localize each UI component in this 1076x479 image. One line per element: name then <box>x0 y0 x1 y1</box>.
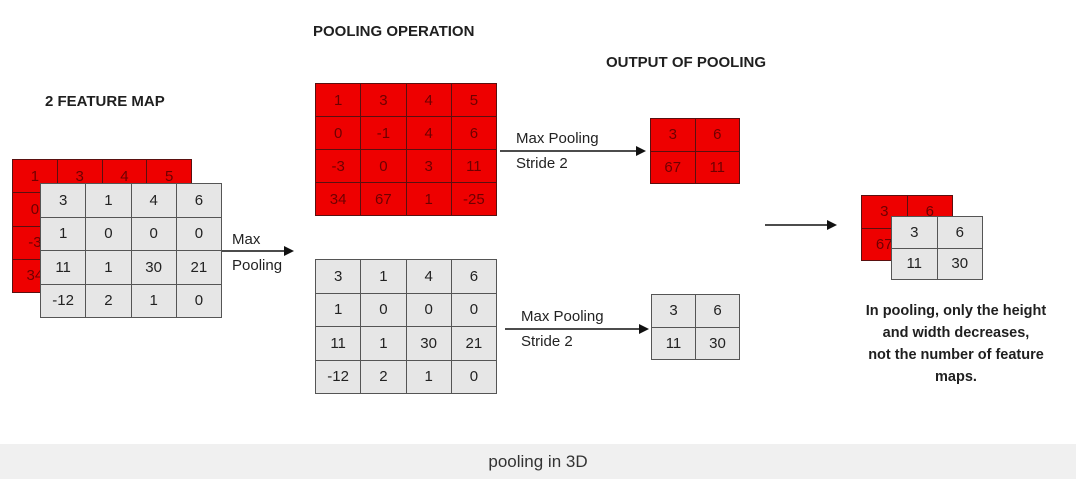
note-line: maps. <box>935 369 977 385</box>
cell: 6 <box>175 183 223 218</box>
cell: -12 <box>39 283 87 318</box>
cell: 30 <box>936 247 983 280</box>
cell: 3 <box>39 183 87 218</box>
cell: 11 <box>39 250 87 285</box>
cell: 1 <box>314 292 362 327</box>
note-line: In pooling, only the height <box>865 303 1047 319</box>
pooling-operation-title: POOLING OPERATION <box>313 23 475 40</box>
cell: 6 <box>450 116 498 150</box>
cell: 11 <box>694 150 740 184</box>
max-pooling-label-top: Max Pooling <box>516 130 599 147</box>
cell: 0 <box>450 359 498 394</box>
arrow-right-icon <box>505 324 649 334</box>
cell: 6 <box>450 259 498 294</box>
cell: 4 <box>405 116 452 150</box>
stride-label-bottom: Stride 2 <box>521 333 573 350</box>
cell: 1 <box>85 183 132 218</box>
cell: -25 <box>450 182 498 216</box>
max-label: Max <box>232 231 261 248</box>
cell: 0 <box>360 292 407 327</box>
output-of-pooling-title: OUTPUT OF POOLING <box>606 54 766 71</box>
cell: 11 <box>651 326 696 360</box>
cell: 4 <box>405 83 452 117</box>
note-line: and width decreases, <box>882 325 1030 341</box>
cell: 0 <box>405 292 452 327</box>
cell: 21 <box>175 250 223 285</box>
note-line: not the number of feature <box>868 347 1044 363</box>
cell: 1 <box>130 283 177 318</box>
cell: 0 <box>175 283 223 318</box>
cell: 3 <box>650 118 696 152</box>
cell: 2 <box>360 359 407 394</box>
cell: 1 <box>360 259 407 294</box>
cell: 1 <box>360 326 407 361</box>
cell: 30 <box>405 326 452 361</box>
cell: 3 <box>314 259 362 294</box>
cell: 3 <box>360 83 407 117</box>
cell: 34 <box>314 182 362 216</box>
cell: 11 <box>314 326 362 361</box>
cell: 6 <box>936 216 983 249</box>
cell: 6 <box>695 294 740 328</box>
cell: 1 <box>85 250 132 285</box>
cell: 4 <box>130 183 177 218</box>
cell: 2 <box>85 283 132 318</box>
caption-text: pooling in 3D <box>488 452 588 471</box>
cell: -3 <box>314 149 362 183</box>
explanation-note: In pooling, only the height and width de… <box>836 300 1076 388</box>
cell: -1 <box>360 116 407 150</box>
arrow-right-icon <box>500 146 646 156</box>
cell: 1 <box>405 182 452 216</box>
cell: 30 <box>130 250 177 285</box>
cell: 67 <box>360 182 407 216</box>
cell: 11 <box>450 149 498 183</box>
arrow-right-icon <box>222 246 294 256</box>
cell: 3 <box>651 294 696 328</box>
cell: 5 <box>450 83 498 117</box>
cell: 67 <box>650 150 696 184</box>
cell: 4 <box>405 259 452 294</box>
cell: 1 <box>12 158 58 194</box>
cell: 1 <box>314 83 362 117</box>
cell: 1 <box>405 359 452 394</box>
cell: 3 <box>891 216 938 249</box>
cell: 0 <box>450 292 498 327</box>
arrow-right-icon <box>765 220 837 230</box>
caption-bar: pooling in 3D <box>0 444 1076 479</box>
pooling-label: Pooling <box>232 257 283 274</box>
cell: 1 <box>39 216 87 251</box>
cell: 0 <box>130 216 177 251</box>
cell: 11 <box>891 247 938 280</box>
cell: 0 <box>360 149 407 183</box>
cell: 6 <box>694 118 740 152</box>
cell: -12 <box>314 359 362 394</box>
cell: 3 <box>405 149 452 183</box>
cell: 0 <box>175 216 223 251</box>
cell: 21 <box>450 326 498 361</box>
feature-map-title: 2 FEATURE MAP <box>45 93 165 110</box>
stride-label-top: Stride 2 <box>516 155 568 172</box>
cell: 0 <box>85 216 132 251</box>
cell: 30 <box>695 326 740 360</box>
max-pooling-label-bottom: Max Pooling <box>521 308 604 325</box>
cell: 0 <box>314 116 362 150</box>
